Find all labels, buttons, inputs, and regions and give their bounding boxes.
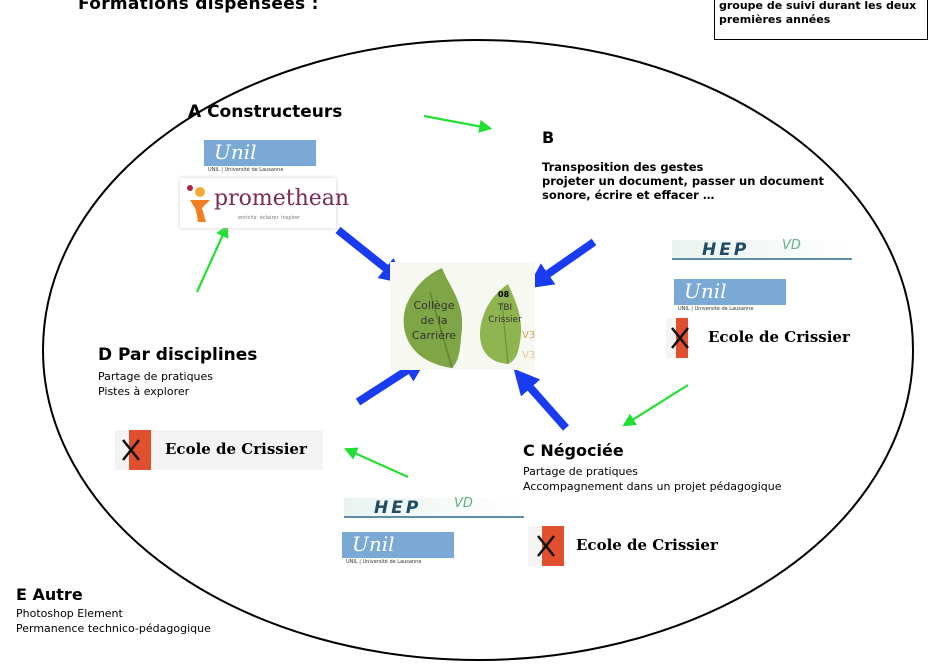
green-arrow-d-a bbox=[195, 223, 229, 293]
unil-logo: Unil UNIL | Université de Lausanne bbox=[342, 532, 454, 566]
leaf-tbi-text: TBI Crissier bbox=[480, 302, 530, 326]
ecole-crissier-name: Ecole de Crissier bbox=[576, 536, 718, 554]
hep-logo: HEP VD bbox=[672, 236, 852, 262]
ecole-crissier-name: Ecole de Crissier bbox=[708, 328, 850, 346]
center-logo: Collège de la Carrière TBI Crissier 08 V… bbox=[390, 262, 535, 370]
green-arrow-a-b bbox=[423, 114, 493, 133]
promethean-logo-text: promethean bbox=[214, 186, 350, 211]
crossed-rifles-icon bbox=[537, 535, 555, 557]
hep-logo: HEP VD bbox=[344, 494, 524, 520]
section-b-title: B bbox=[542, 128, 555, 147]
leaf-college-line3: Carrière bbox=[411, 329, 457, 342]
leaf-college-line1: Collège bbox=[413, 299, 455, 312]
promethean-logo: promethean enrichir. éclairer. inspirer bbox=[180, 178, 349, 228]
hep-logo-suffix: VD bbox=[782, 238, 801, 253]
unil-logo-subtitle: UNIL | Université de Lausanne bbox=[674, 305, 786, 313]
green-arrow-c-b bbox=[622, 384, 689, 427]
blue-arrow-b-center bbox=[527, 238, 597, 289]
crossed-rifles-icon bbox=[671, 327, 689, 349]
ecole-crissier-logo: Ecole de Crissier bbox=[666, 318, 850, 358]
leaf-tag-08: 08 bbox=[498, 290, 510, 299]
section-e-text: Photoshop Element Permanence technico-pé… bbox=[16, 606, 211, 636]
leaf-tbi-line2: Crissier bbox=[488, 315, 522, 325]
ecole-crissier-name: Ecole de Crissier bbox=[165, 440, 307, 458]
unil-logo-mark: Unil bbox=[214, 140, 257, 164]
blue-arrow-c-center bbox=[513, 368, 569, 431]
promethean-figure-icon bbox=[187, 185, 210, 222]
section-d-title: D Par disciplines bbox=[98, 345, 258, 365]
section-b-text: Transposition des gestes projeter un doc… bbox=[542, 160, 842, 202]
ecole-crissier-logo: Ecole de Crissier bbox=[528, 526, 728, 566]
section-e-line2: Permanence technico-pédagogique bbox=[16, 622, 211, 635]
section-c-line2: Accompagnement dans un projet pédagogiqu… bbox=[523, 480, 782, 493]
leaf-college-line2: de la bbox=[420, 314, 448, 327]
section-c-line1: Partage de pratiques bbox=[523, 465, 639, 478]
leaf-icon bbox=[403, 268, 522, 369]
ecole-crissier-logo: Ecole de Crissier bbox=[115, 430, 323, 470]
section-d-line1: Partage de pratiques bbox=[98, 370, 214, 383]
hep-logo-suffix: VD bbox=[454, 496, 473, 511]
section-a-title: A Constructeurs bbox=[188, 102, 343, 122]
unil-logo-subtitle: UNIL | Université de Lausanne bbox=[342, 558, 454, 566]
hep-logo-text: HEP bbox=[702, 240, 750, 260]
page-title: Formations dispensées : bbox=[78, 0, 319, 14]
leaf-tag-v3-ghost: V3 bbox=[522, 350, 536, 361]
unil-logo-mark: Unil bbox=[684, 279, 727, 303]
promethean-tagline: enrichir. éclairer. inspirer bbox=[238, 215, 301, 221]
section-d-text: Partage de pratiques Pistes à explorer bbox=[98, 369, 213, 399]
section-e-line1: Photoshop Element bbox=[16, 607, 123, 620]
section-c-title: C Négociée bbox=[523, 441, 624, 460]
outer-ellipse bbox=[42, 39, 914, 661]
section-b-line2: projeter un document, passer un document… bbox=[542, 174, 825, 202]
unil-logo: Unil UNIL | Université de Lausanne bbox=[204, 140, 316, 174]
leaf-tbi-line1: TBI bbox=[497, 303, 513, 313]
crossed-rifles-icon bbox=[122, 439, 140, 461]
leaf-college-text: Collège de la Carrière bbox=[404, 298, 464, 343]
hep-logo-text: HEP bbox=[374, 498, 422, 518]
section-d-line2: Pistes à explorer bbox=[98, 385, 190, 398]
section-c-text: Partage de pratiques Accompagnement dans… bbox=[523, 464, 782, 494]
note-box: groupe de suivi durant les deux première… bbox=[714, 0, 928, 40]
leaf-tag-v3: V3 bbox=[522, 330, 536, 341]
green-arrow-negociee-d bbox=[343, 447, 409, 479]
section-b-line1: Transposition des gestes bbox=[542, 160, 704, 174]
section-e-title: E Autre bbox=[16, 585, 83, 604]
unil-logo-mark: Unil bbox=[352, 532, 395, 556]
blue-arrow-a-center bbox=[335, 226, 406, 284]
unil-logo-subtitle: UNIL | Université de Lausanne bbox=[204, 166, 316, 174]
unil-logo: Unil UNIL | Université de Lausanne bbox=[674, 279, 786, 313]
